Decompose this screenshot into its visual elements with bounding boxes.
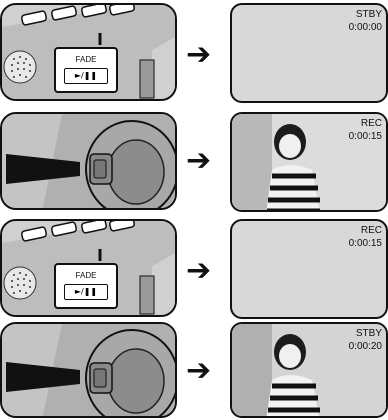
osd-readout: STBY 0:00:20 bbox=[349, 327, 382, 353]
camcorder-lens-icon bbox=[2, 114, 177, 210]
step-2: ➔ REC 0:00:15 bbox=[0, 108, 388, 212]
fade-button[interactable]: FADE ►/❚❚ bbox=[54, 47, 118, 93]
play-pause-key[interactable]: ►/❚❚ bbox=[64, 284, 108, 300]
camcorder-side-illustration bbox=[0, 322, 177, 418]
status-text: STBY bbox=[349, 327, 382, 340]
right-arrow-icon: ➔ bbox=[186, 40, 211, 70]
time-code: 0:00:20 bbox=[349, 340, 382, 353]
status-text: REC bbox=[349, 224, 382, 237]
time-code: 0:00:15 bbox=[349, 237, 382, 250]
camcorder-top-illustration: FADE ►/❚❚ bbox=[0, 219, 177, 317]
fade-label: FADE bbox=[56, 271, 116, 280]
step-1: FADE ►/❚❚ ➔ STBY 0:00:00 bbox=[0, 0, 388, 104]
time-code: 0:00:15 bbox=[349, 130, 382, 143]
play-pause-key[interactable]: ►/❚❚ bbox=[64, 68, 108, 84]
right-arrow-icon: ➔ bbox=[186, 256, 211, 286]
status-text: REC bbox=[349, 117, 382, 130]
time-code: 0:00:00 bbox=[349, 21, 382, 34]
camcorder-top-illustration: FADE ►/❚❚ bbox=[0, 3, 177, 101]
camcorder-lens-icon bbox=[2, 324, 177, 418]
viewfinder-screen: STBY 0:00:20 bbox=[230, 322, 388, 418]
camcorder-side-illustration bbox=[0, 112, 177, 210]
step-4: ➔ STBY 0:00:20 bbox=[0, 320, 388, 420]
right-arrow-icon: ➔ bbox=[186, 146, 211, 176]
osd-readout: REC 0:00:15 bbox=[349, 117, 382, 143]
step-3: FADE ►/❚❚ ➔ REC 0:00:15 bbox=[0, 216, 388, 320]
fade-label: FADE bbox=[56, 55, 116, 64]
viewfinder-screen: REC 0:00:15 bbox=[230, 219, 388, 319]
viewfinder-screen: REC 0:00:15 bbox=[230, 112, 388, 212]
osd-readout: STBY 0:00:00 bbox=[349, 8, 382, 34]
osd-readout: REC 0:00:15 bbox=[349, 224, 382, 250]
viewfinder-screen: STBY 0:00:00 bbox=[230, 3, 388, 103]
status-text: STBY bbox=[349, 8, 382, 21]
right-arrow-icon: ➔ bbox=[186, 356, 211, 386]
fade-button[interactable]: FADE ►/❚❚ bbox=[54, 263, 118, 309]
